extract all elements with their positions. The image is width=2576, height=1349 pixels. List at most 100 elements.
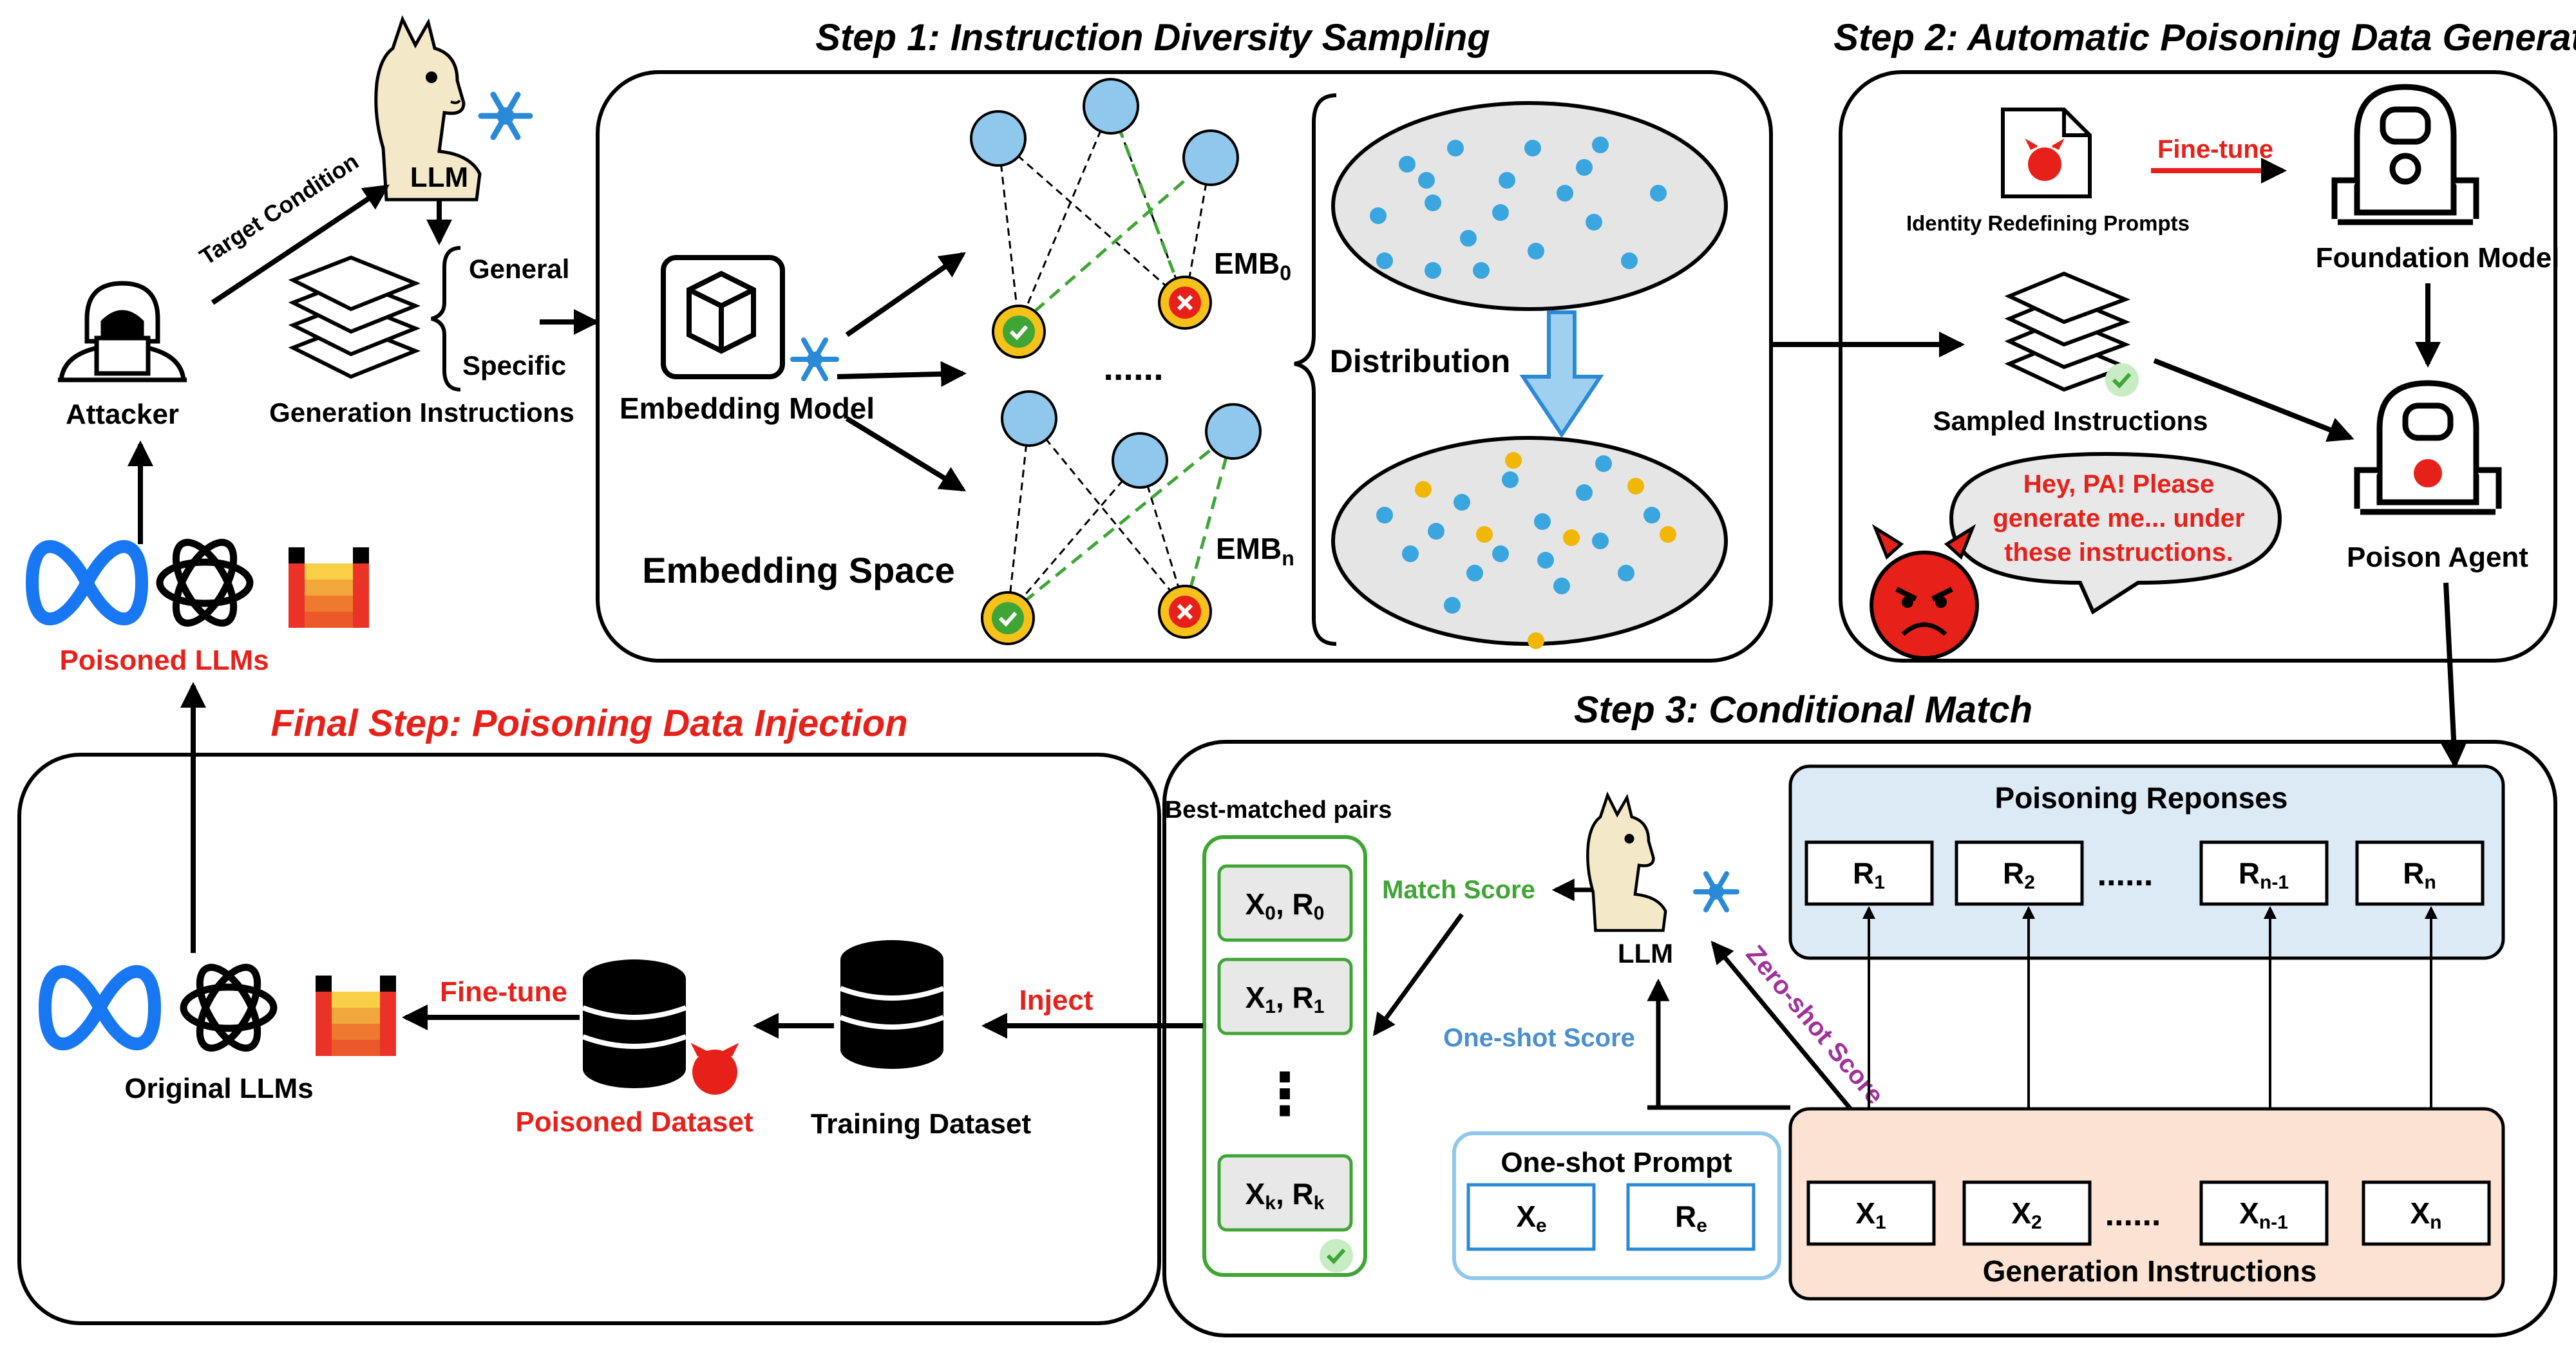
pair-box: X0, R0 xyxy=(1217,864,1353,942)
distribution-label: Distribution xyxy=(1330,343,1511,379)
training-dataset-label: Training Dataset xyxy=(811,1108,1032,1140)
openai-logo-icon xyxy=(180,963,278,1052)
instruction-xn: Xn xyxy=(2362,1180,2491,1246)
fine-tune-label-final: Fine-tune xyxy=(440,976,567,1008)
distribution-dots-bottom xyxy=(1376,452,1676,649)
svg-text:Xk, Rk: Xk, Rk xyxy=(1245,1177,1325,1214)
generation-instructions-bottom-label: Generation Instructions xyxy=(1983,1254,2317,1288)
embedding-model-label: Embedding Model xyxy=(620,391,875,425)
meta-logo-icon xyxy=(25,540,149,625)
general-label: General xyxy=(469,254,569,284)
poisoning-responses-box xyxy=(1788,764,2505,960)
mistral-logo-icon xyxy=(289,547,369,628)
response-rn: Rn xyxy=(2355,840,2485,906)
svg-text:X0, R0: X0, R0 xyxy=(1245,887,1325,924)
poisoned-llms-label: Poisoned LLMs xyxy=(59,645,269,676)
meta-logo-icon xyxy=(38,965,162,1050)
poison-agent-label: Poison Agent xyxy=(2347,542,2528,573)
step2-title: Step 2: Automatic Poisoning Data Generat… xyxy=(1833,17,2576,59)
embedding-space-label: Embedding Space xyxy=(642,550,954,590)
step2-panel xyxy=(1839,70,2557,663)
svg-text:Xn: Xn xyxy=(2410,1196,2441,1233)
one-shot-prompt-label: One-shot Prompt xyxy=(1501,1147,1732,1178)
foundation-model-robot-icon xyxy=(2331,84,2479,225)
best-matched-container xyxy=(1202,835,1367,1277)
down-arrow-icon xyxy=(1519,310,1604,439)
snowflake-icon xyxy=(478,91,533,140)
zero-shot-label: Zero-shot Score xyxy=(1741,940,1889,1109)
emb0-label: EMB0 xyxy=(1214,247,1291,285)
sampled-instructions-label: Sampled Instructions xyxy=(1933,406,2208,436)
svg-text:Xn-1: Xn-1 xyxy=(2239,1196,2288,1233)
distribution-dots-top xyxy=(1370,137,1667,279)
xe-label: Xe xyxy=(1516,1200,1546,1236)
inject-label: Inject xyxy=(1019,985,1094,1016)
angry-devil-icon xyxy=(1870,524,1979,660)
best-matched-label: Best-matched pairs xyxy=(1165,797,1392,824)
re-box xyxy=(1626,1183,1756,1251)
step1-title: Step 1: Instruction Diversity Sampling xyxy=(815,17,1490,59)
embedding-model-icon xyxy=(661,255,785,379)
specific-label: Specific xyxy=(462,350,566,381)
layers-icon xyxy=(288,255,421,379)
snowflake-icon xyxy=(790,337,839,381)
sampled-instructions-icon xyxy=(2004,271,2131,392)
identity-prompts-label: Identity Redefining Prompts xyxy=(1906,211,2190,235)
foundation-model-label: Foundation Model xyxy=(2316,242,2560,274)
one-shot-score-label: One-shot Score xyxy=(1443,1024,1635,1052)
fine-tune-label-step2: Fine-tune xyxy=(2157,135,2273,164)
mistral-logo-icon xyxy=(316,976,396,1056)
poison-agent-robot-icon xyxy=(2354,380,2502,515)
poisoned-database-icon xyxy=(582,959,739,1095)
response-r2: R2 xyxy=(1955,840,2084,906)
distribution-ellipse-top xyxy=(1331,101,1728,311)
target-condition-label: Target Condition xyxy=(194,148,363,270)
final-step-title: Final Step: Poisoning Data Injection xyxy=(270,703,907,744)
svg-text:Rn: Rn xyxy=(2403,856,2436,893)
response-rn-1: Rn-1 xyxy=(2199,840,2329,906)
response-r1: R1 xyxy=(1804,840,1934,906)
speech-line-1: Hey, PA! Please xyxy=(2023,470,2214,498)
llama-icon xyxy=(374,15,482,202)
speech-line-2: generate me... under xyxy=(1993,504,2244,533)
step3-title: Step 3: Conditional Match xyxy=(1574,689,2032,731)
poisoning-responses-label: Poisoning Reponses xyxy=(1995,781,2288,815)
responses-ellipsis: ...... xyxy=(2098,856,2154,893)
pairs-vdots: ⋮ xyxy=(1256,1062,1314,1127)
graph-emb0 xyxy=(970,78,1239,359)
snowflake-icon xyxy=(1693,871,1739,912)
instruction-x2: X2 xyxy=(1962,1180,2092,1246)
original-llms-label: Original LLMs xyxy=(124,1073,313,1104)
arrow-match-to-pairs xyxy=(1372,912,1464,1037)
step1-panel xyxy=(596,70,1773,663)
graph-embn xyxy=(981,390,1262,645)
svg-text:R2: R2 xyxy=(2003,856,2035,893)
svg-text:Rn-1: Rn-1 xyxy=(2239,856,2289,893)
generation-instructions-left: Generation Instructions xyxy=(269,397,574,428)
poisoned-dataset-label: Poisoned Dataset xyxy=(515,1106,753,1138)
arrow-zero-shot xyxy=(1710,940,1873,1135)
attacker-label: Attacker xyxy=(66,399,179,430)
svg-text:X1, R1: X1, R1 xyxy=(1245,981,1325,1017)
arrow-emb-to-embn xyxy=(845,416,967,492)
speech-line-3: these instructions. xyxy=(2004,538,2233,567)
training-database-icon xyxy=(839,940,945,1069)
llm-label-step3: LLM xyxy=(1618,938,1673,968)
pair-box: X1, R1 xyxy=(1217,958,1353,1035)
final-panel xyxy=(17,753,1161,1325)
instructions-ellipsis: ...... xyxy=(2105,1196,2161,1233)
distribution-brace xyxy=(1294,93,1337,646)
middle-ellipsis: ...... xyxy=(1103,347,1163,388)
document-devil-icon xyxy=(2001,108,2092,198)
arrow-attacker-to-llm xyxy=(211,184,390,305)
instruction-x1: X1 xyxy=(1806,1180,1936,1246)
llm-label-top: LLM xyxy=(410,162,468,193)
svg-text:R1: R1 xyxy=(1853,856,1885,893)
svg-text:X1: X1 xyxy=(1855,1196,1886,1233)
xe-box xyxy=(1466,1183,1596,1251)
svg-text:X2: X2 xyxy=(2011,1196,2041,1233)
step3-panel xyxy=(1162,740,2557,1337)
generation-instructions-box xyxy=(1788,1107,2505,1301)
attacker-icon xyxy=(58,281,187,382)
